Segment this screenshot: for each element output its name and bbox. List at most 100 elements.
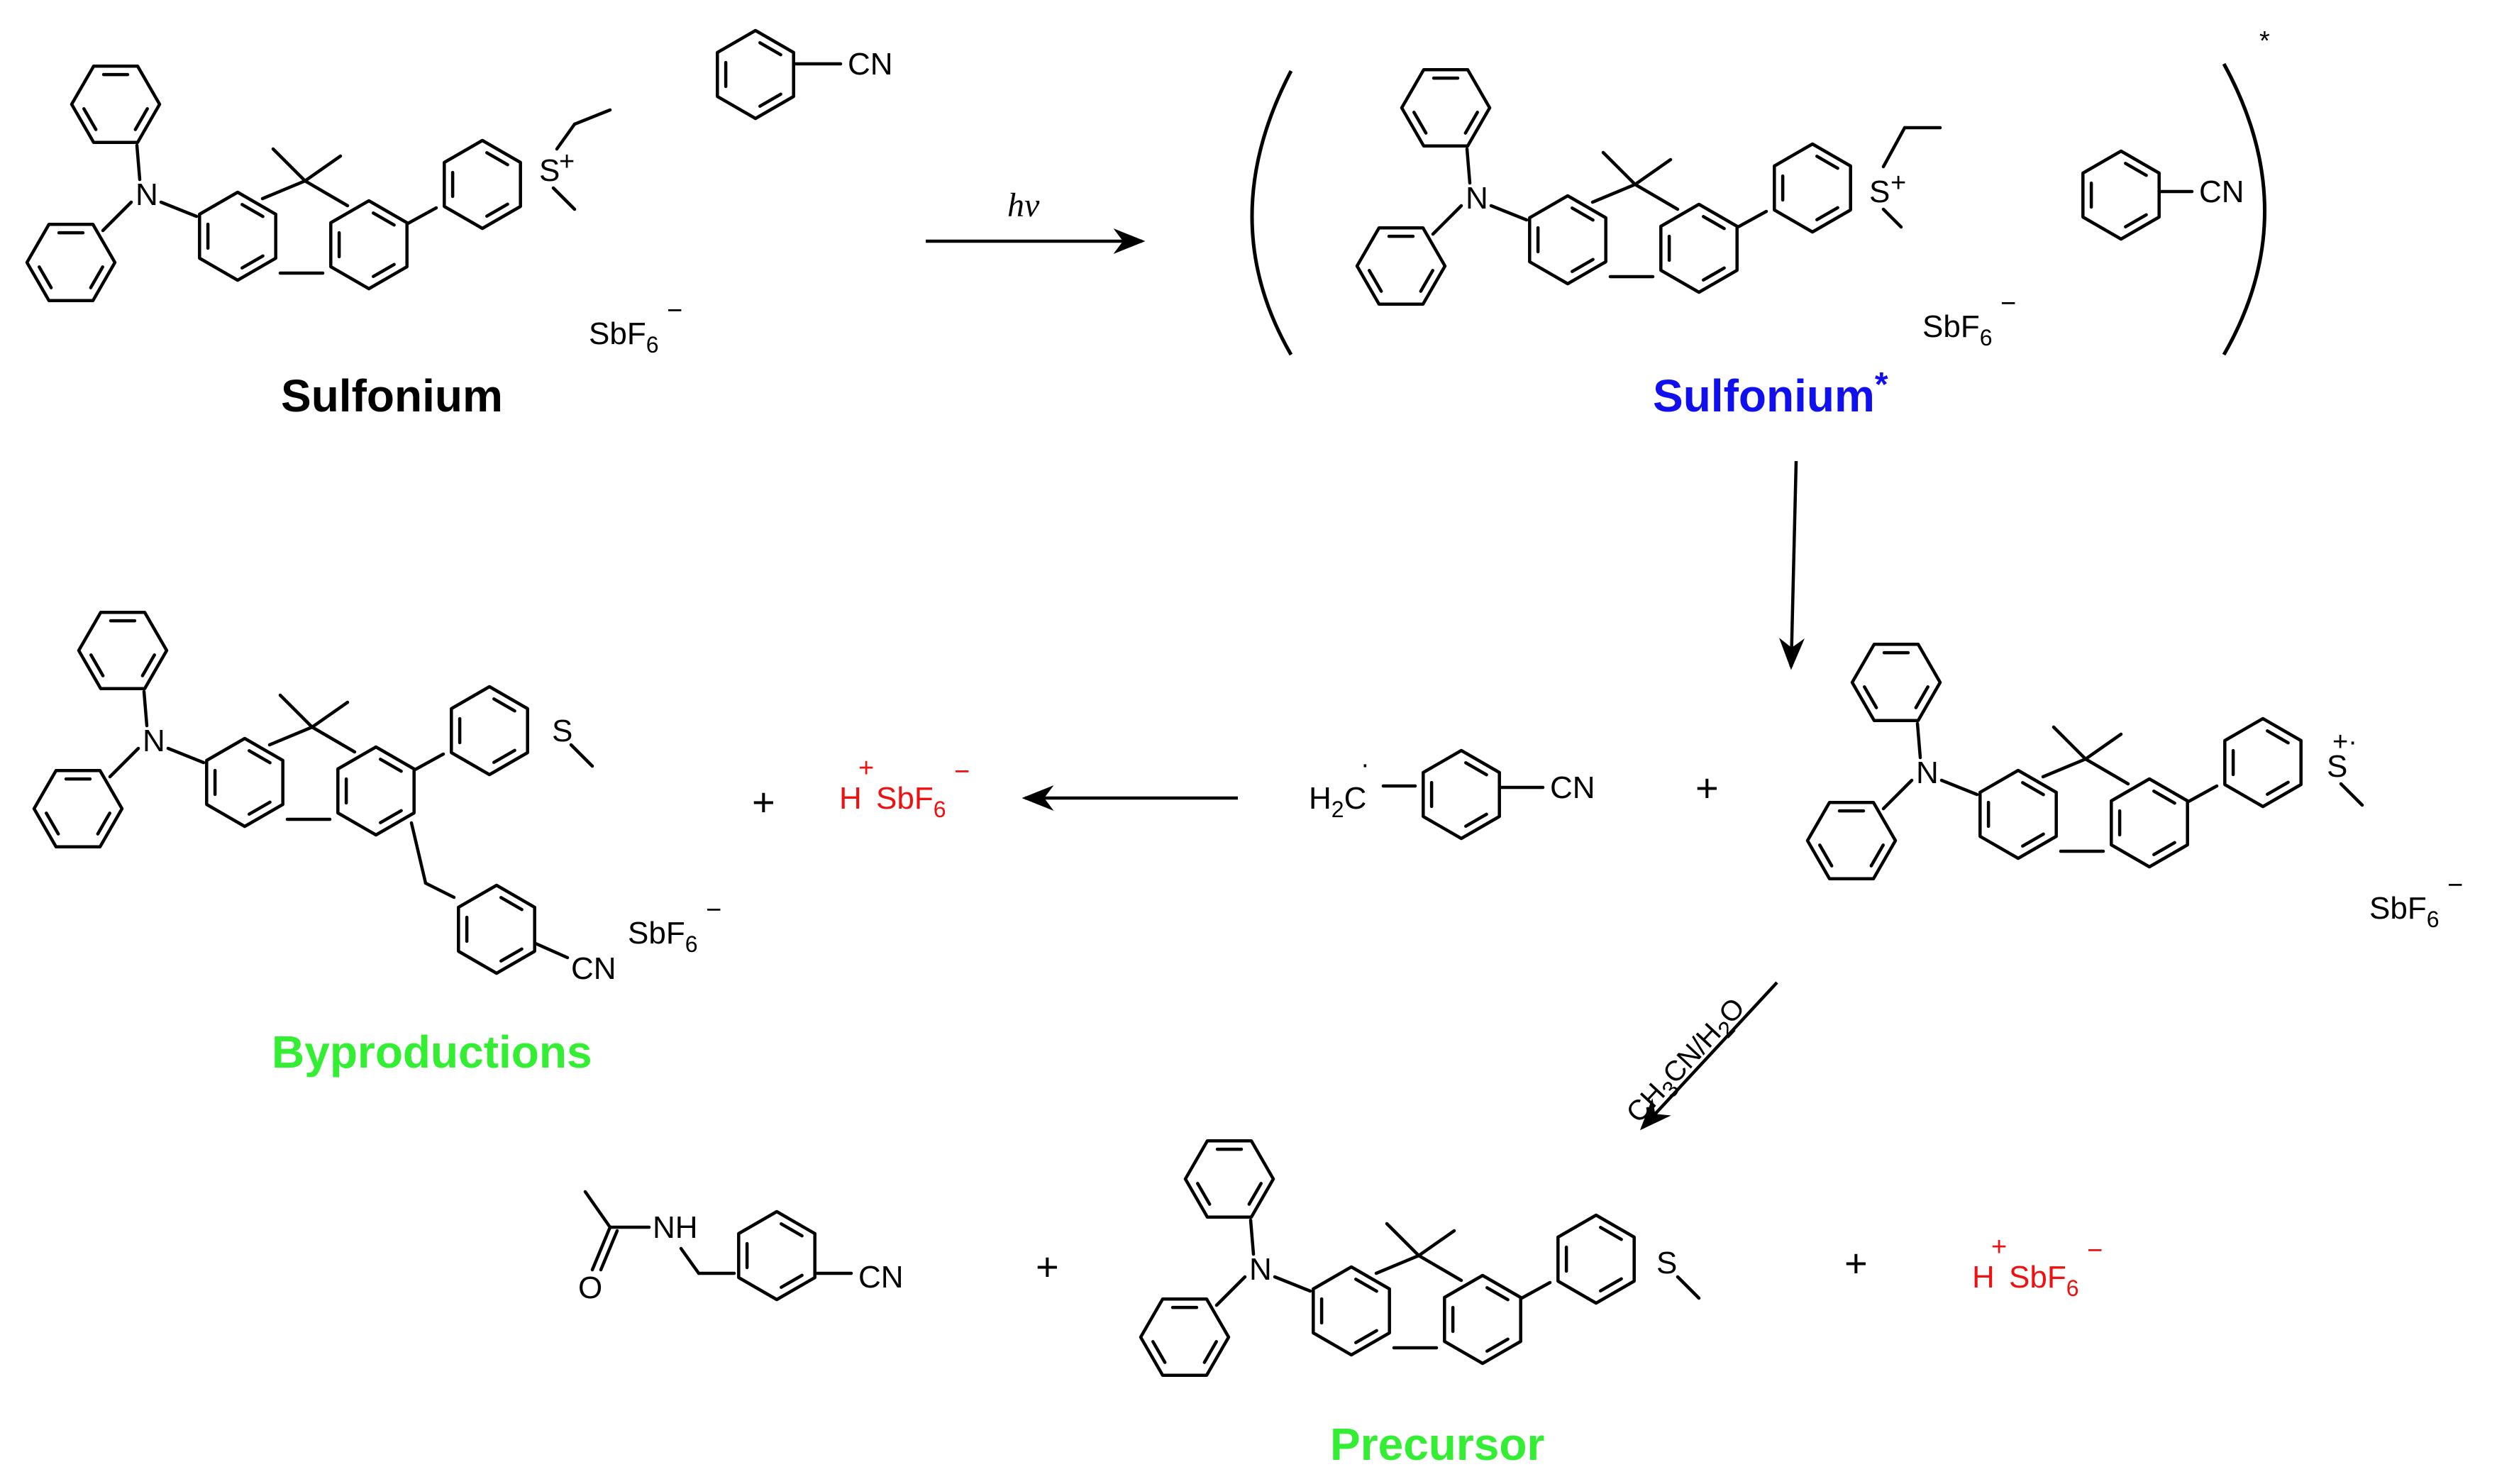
benzene-ring — [2081, 149, 2161, 241]
benzene-ring — [329, 199, 409, 291]
bond — [533, 941, 570, 960]
bond — [89, 653, 105, 677]
label-precursor: Precursor — [1330, 1419, 1544, 1470]
bond — [1863, 685, 1878, 709]
bond — [89, 265, 104, 289]
benzene-ring — [1355, 226, 1447, 306]
bond — [1151, 1340, 1167, 1364]
benzene-ring — [70, 65, 162, 144]
bond — [1815, 206, 1839, 221]
counter-anion: SbF6 — [589, 316, 659, 358]
hsbf6-product-1: + H SbF6 − — [839, 753, 970, 822]
bond — [159, 200, 199, 218]
bond — [248, 800, 272, 816]
bond — [1385, 1222, 1421, 1258]
bond — [1247, 1182, 1263, 1206]
atom-label: N — [1466, 181, 1488, 216]
atom-label: − — [706, 895, 721, 925]
bond — [551, 186, 577, 211]
bond — [1465, 147, 1472, 185]
bond — [572, 108, 612, 126]
atom-label: CN — [1550, 770, 1595, 805]
bond — [1354, 1278, 1378, 1293]
bond — [1601, 150, 1637, 187]
ch2-radical: H2C — [1309, 781, 1366, 822]
bond — [133, 107, 149, 131]
bond — [2021, 781, 2045, 797]
atom-label: N — [1916, 755, 1939, 790]
bond — [1881, 778, 1914, 811]
bond — [166, 746, 206, 765]
plus-sign-3: + — [1036, 1244, 1059, 1289]
atom-label: · — [1361, 750, 1370, 780]
bond — [1202, 1340, 1218, 1364]
bond — [1633, 157, 1673, 187]
bond — [2083, 757, 2130, 786]
benzene-ring — [1805, 801, 1898, 880]
bond — [2052, 725, 2088, 761]
bond — [1214, 1275, 1247, 1307]
benzene-ring — [737, 1209, 816, 1302]
benzene-ring — [1528, 194, 1607, 286]
left-bracket — [1250, 70, 1293, 356]
bond — [1881, 207, 1903, 229]
atom-label: CN — [2199, 175, 2244, 209]
atom-label: S — [539, 153, 560, 188]
bond — [555, 122, 577, 151]
bond — [406, 206, 438, 226]
bond — [1417, 1253, 1463, 1283]
label-sulfonium-excited: Sulfonium* — [1653, 366, 1888, 421]
bond — [240, 203, 265, 218]
benzene-ring — [25, 223, 117, 302]
benzene-ring — [77, 611, 169, 690]
arrow-cleavage — [1778, 460, 1805, 670]
atom-label: S — [1656, 1246, 1677, 1280]
bond — [1939, 778, 1979, 797]
atom-label: S — [2327, 749, 2347, 784]
bond — [135, 143, 142, 182]
bond — [758, 92, 782, 108]
bond — [413, 752, 445, 772]
benzene-ring — [1312, 1265, 1391, 1357]
benzene-ring — [336, 745, 416, 837]
svg-text:SbF6: SbF6 — [876, 781, 946, 822]
bond — [142, 690, 149, 728]
bond — [2021, 832, 2045, 848]
bond — [1869, 843, 1885, 868]
bond — [780, 1222, 804, 1238]
bond — [1485, 1337, 1510, 1353]
bond — [492, 748, 516, 764]
bond — [2041, 757, 2088, 779]
counter-anion: SbF6 — [2369, 891, 2440, 932]
bond — [1485, 1286, 1510, 1302]
bond — [303, 179, 350, 208]
atom-label: CN — [858, 1260, 904, 1295]
bond — [569, 743, 594, 768]
bond — [1881, 126, 1907, 169]
benzene-ring — [1443, 1273, 1522, 1366]
bond — [278, 693, 314, 729]
benzene-ring — [443, 138, 522, 231]
bond — [260, 179, 307, 201]
bond — [1702, 215, 1726, 231]
bond — [1599, 1226, 1623, 1241]
svg-text:−: − — [954, 757, 970, 787]
svg-text:SbF6: SbF6 — [2009, 1260, 2079, 1301]
plus-sign-1: + — [752, 780, 775, 824]
right-bracket — [2222, 62, 2266, 356]
atom-label: N — [143, 724, 165, 758]
bond — [96, 812, 111, 836]
bond — [310, 725, 357, 754]
bond — [1489, 204, 1529, 222]
atom-label: CN — [848, 47, 893, 82]
counter-anion: SbF6 — [1922, 309, 1993, 350]
atom-label: − — [2447, 870, 2463, 900]
bond — [1633, 182, 1680, 211]
bond — [1464, 812, 1488, 828]
bond — [108, 746, 140, 779]
bond — [372, 211, 396, 227]
cyanobenzyl-radical-structure: H2C· CN — [1309, 748, 1595, 841]
